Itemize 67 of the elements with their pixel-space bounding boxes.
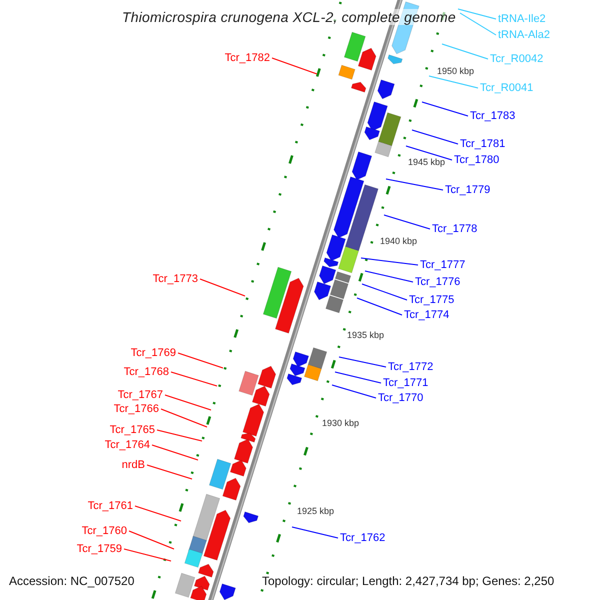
gene-label: Tcr_1776 bbox=[415, 275, 460, 289]
gene-label: Tcr_1770 bbox=[378, 391, 424, 405]
leader-line bbox=[178, 352, 224, 368]
gene-label: Tcr_R0041 bbox=[480, 81, 534, 95]
gene-label: Tcr_1771 bbox=[383, 376, 428, 390]
leader-line bbox=[124, 548, 172, 562]
gene-label: Tcr_1767 bbox=[118, 388, 163, 402]
gene-label: Tcr_1777 bbox=[420, 258, 466, 272]
gene-label: Tcr_1780 bbox=[454, 153, 500, 167]
scale-label: 1935 kbp bbox=[347, 330, 384, 341]
leader-line bbox=[428, 76, 478, 88]
leader-line bbox=[356, 298, 402, 316]
leader-line bbox=[364, 270, 414, 282]
gene-label: Tcr_1782 bbox=[224, 51, 270, 65]
gene-label: Tcr_1774 bbox=[404, 308, 450, 322]
gene-label: Tcr_1769 bbox=[130, 346, 176, 360]
gene-label: Tcr_1762 bbox=[340, 531, 386, 545]
leader-line bbox=[422, 102, 468, 116]
gene-label: Tcr_1779 bbox=[445, 183, 490, 197]
gene-label: tRNA-Ala2 bbox=[498, 28, 550, 42]
gene-label: Tcr_1772 bbox=[388, 360, 434, 374]
gene-label: Tcr_1783 bbox=[470, 109, 516, 123]
gene-label: Tcr_1766 bbox=[114, 402, 159, 416]
leader-line bbox=[170, 372, 218, 386]
leader-line bbox=[292, 526, 338, 538]
scale-label: 1940 kbp bbox=[380, 236, 418, 247]
gene-label: Tcr_1768 bbox=[124, 365, 169, 379]
leader-line bbox=[412, 130, 458, 144]
leader-line bbox=[152, 444, 198, 460]
leader-line bbox=[272, 58, 318, 74]
scale-label: 1925 kbp bbox=[297, 506, 334, 517]
accession-text: Accession: NC_007520 bbox=[9, 574, 134, 589]
gene-label: Tcr_1765 bbox=[110, 423, 155, 437]
leader-line bbox=[460, 12, 496, 36]
gene-label: Tcr_1781 bbox=[460, 137, 506, 151]
leader-line bbox=[134, 506, 182, 522]
scale-label: 1945 kbp bbox=[408, 157, 446, 168]
leader-line bbox=[332, 384, 376, 398]
scale-label: 1950 kbp bbox=[437, 66, 474, 77]
gene-label: nrdB bbox=[122, 458, 145, 472]
leader-line bbox=[146, 464, 192, 480]
gene-label: Tcr_1759 bbox=[76, 542, 122, 556]
leader-line bbox=[362, 284, 408, 300]
leader-line bbox=[200, 278, 246, 296]
leader-line bbox=[406, 146, 452, 160]
leader-line bbox=[458, 8, 496, 20]
gene-label: Tcr_1773 bbox=[152, 272, 198, 286]
leader-line bbox=[156, 430, 202, 442]
leader-line bbox=[442, 44, 488, 60]
gene-label: Tcr_1764 bbox=[104, 438, 150, 452]
leader-line bbox=[164, 394, 212, 410]
gene-label: Tcr_R0042 bbox=[490, 52, 544, 66]
gene-label: Tcr_1761 bbox=[88, 499, 133, 513]
map-title: Thiomicrospira crunogena XCL-2, complete genome bbox=[122, 9, 456, 25]
gene-label: Tcr_1778 bbox=[432, 222, 478, 236]
gene-label: Tcr_1760 bbox=[82, 524, 127, 538]
leader-line bbox=[334, 372, 382, 384]
leader-line bbox=[384, 214, 430, 230]
genome-info-text: Topology: circular; Length: 2,427,734 bp; Genes: 2,250 bbox=[262, 574, 554, 589]
leader-line bbox=[128, 530, 174, 550]
leader-line bbox=[386, 178, 444, 190]
scale-label: 1930 kbp bbox=[322, 418, 360, 429]
gene-label: tRNA-Ile2 bbox=[498, 12, 546, 26]
gene-label: Tcr_1775 bbox=[409, 293, 454, 307]
leader-line bbox=[360, 258, 418, 266]
leader-line bbox=[338, 356, 386, 368]
leader-line bbox=[160, 408, 208, 428]
